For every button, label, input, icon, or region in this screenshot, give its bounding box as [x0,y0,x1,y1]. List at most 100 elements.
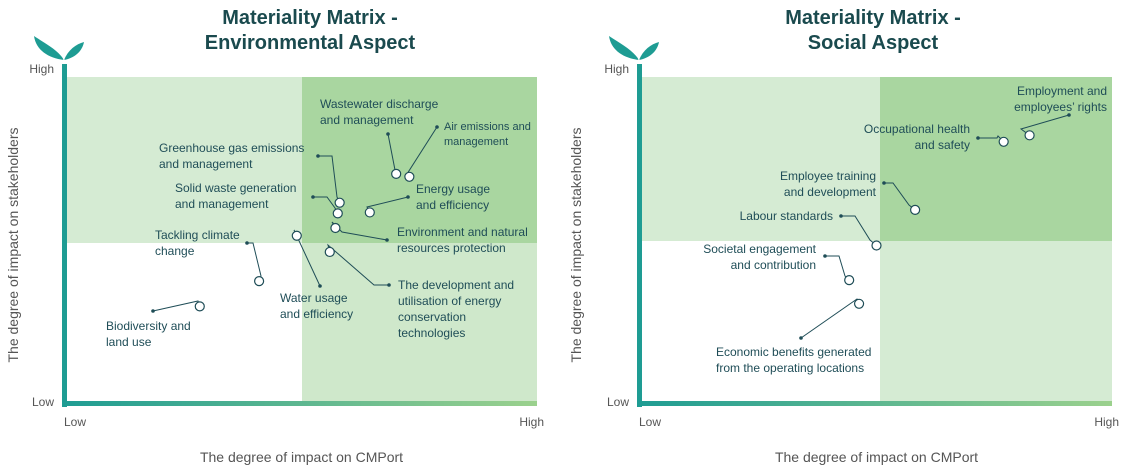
label-line: Employee training [780,169,876,183]
label-line: utilisation of energy [398,294,501,308]
leader-dot [311,195,315,199]
data-point-group: Greenhouse gas emissions and management [159,141,345,208]
quadrant-bottom-right [880,241,1112,401]
label-line: and management [320,113,414,127]
label-line: Occupational health [864,122,970,136]
label-line: and efficiency [280,307,353,321]
label-line: and development [784,185,877,199]
leader-dot [406,195,410,199]
label-line: change [155,244,195,258]
data-point [391,168,402,179]
data-label: Labour standards [740,209,833,223]
leader-dot [316,154,320,158]
label-line: from the operating locations [716,361,864,375]
label-line: land use [106,335,152,349]
y-axis-title: The degree of impact on stakeholders [5,127,21,362]
leader-dot [1067,113,1071,117]
quadrant-top-left [66,77,302,243]
leader-dot [318,284,322,288]
y-axis-line [637,64,642,407]
label-line: Solid waste generation [175,181,296,195]
chart-title-line-2: Environmental Aspect [204,32,416,54]
label-line: and management [159,157,253,171]
leader-line [800,298,860,339]
data-point-group: Occupational health and safety [864,122,1009,152]
data-label: Wastewater discharge and management [320,97,439,127]
data-label: Occupational health and safety [864,122,970,152]
label-line: and efficiency [416,198,489,212]
data-point-group: Labour standards [740,209,882,251]
label-line: Employment and [1017,84,1107,98]
data-point [334,197,345,208]
data-point [1024,130,1035,141]
x-axis-title: The degree of impact on CMPort [200,449,403,465]
leader-line [247,242,262,282]
leader-dot [387,283,391,287]
label-line: Water usage [280,291,348,305]
x-tick-label: High [1094,415,1119,429]
data-point-group: Tackling climate change [155,228,265,287]
data-point-group: Biodiversity and land use [106,300,205,349]
data-point [871,240,882,251]
leaf-icon [34,36,84,61]
quadrant-top-right [880,77,1112,241]
chart-title-environmental: Materiality Matrix - Environmental Aspec… [90,6,530,56]
leader-dot [823,254,827,258]
data-point [404,171,415,182]
data-point [291,230,302,241]
data-point [332,208,343,219]
chart-title-social: Materiality Matrix - Social Aspect [653,6,1093,56]
label-line: conservation [398,310,466,324]
data-point-group: Wastewater discharge and management [320,97,439,179]
data-point [853,298,865,309]
data-label: Employee training and development [780,169,877,199]
x-axis-title: The degree of impact on CMPort [775,449,978,465]
label-line: Tackling climate [155,228,240,242]
y-axis-line [62,64,67,407]
label-line: and safety [915,138,970,152]
leader-dot [386,132,390,136]
y-tick-label: High [604,62,629,76]
label-line: Wastewater discharge [320,97,439,111]
y-tick-label: High [29,62,54,76]
label-line: Greenhouse gas emissions [159,141,304,155]
label-line: Environment and natural [397,225,528,239]
chart-title-line-2: Social Aspect [807,32,939,54]
leader-dot [385,238,389,242]
leader-dot [245,241,249,245]
label-line: Biodiversity and [106,319,191,333]
data-point [194,301,205,312]
data-point [324,246,335,258]
data-point [844,275,855,286]
quadrant-top-left [641,77,880,241]
leader-dot [151,309,155,313]
leaf-icon [609,36,659,61]
label-line: Energy usage [416,182,490,196]
label-line: technologies [398,326,465,340]
quadrant-bottom-right [302,243,537,401]
y-tick-label: Low [32,395,54,409]
data-point [364,207,375,218]
data-point-group: Energy usage and efficiency [364,182,490,218]
data-label: Biodiversity and land use [106,319,191,349]
data-label: Tackling climate change [155,228,240,258]
leader-line [825,255,850,281]
x-tick-label: Low [64,415,86,429]
x-axis-line [637,401,1112,406]
y-tick-label: Low [607,395,629,409]
leader-dot [976,136,980,140]
chart-title-line-1: Materiality Matrix - [785,7,961,29]
label-line: Labour standards [740,209,833,223]
